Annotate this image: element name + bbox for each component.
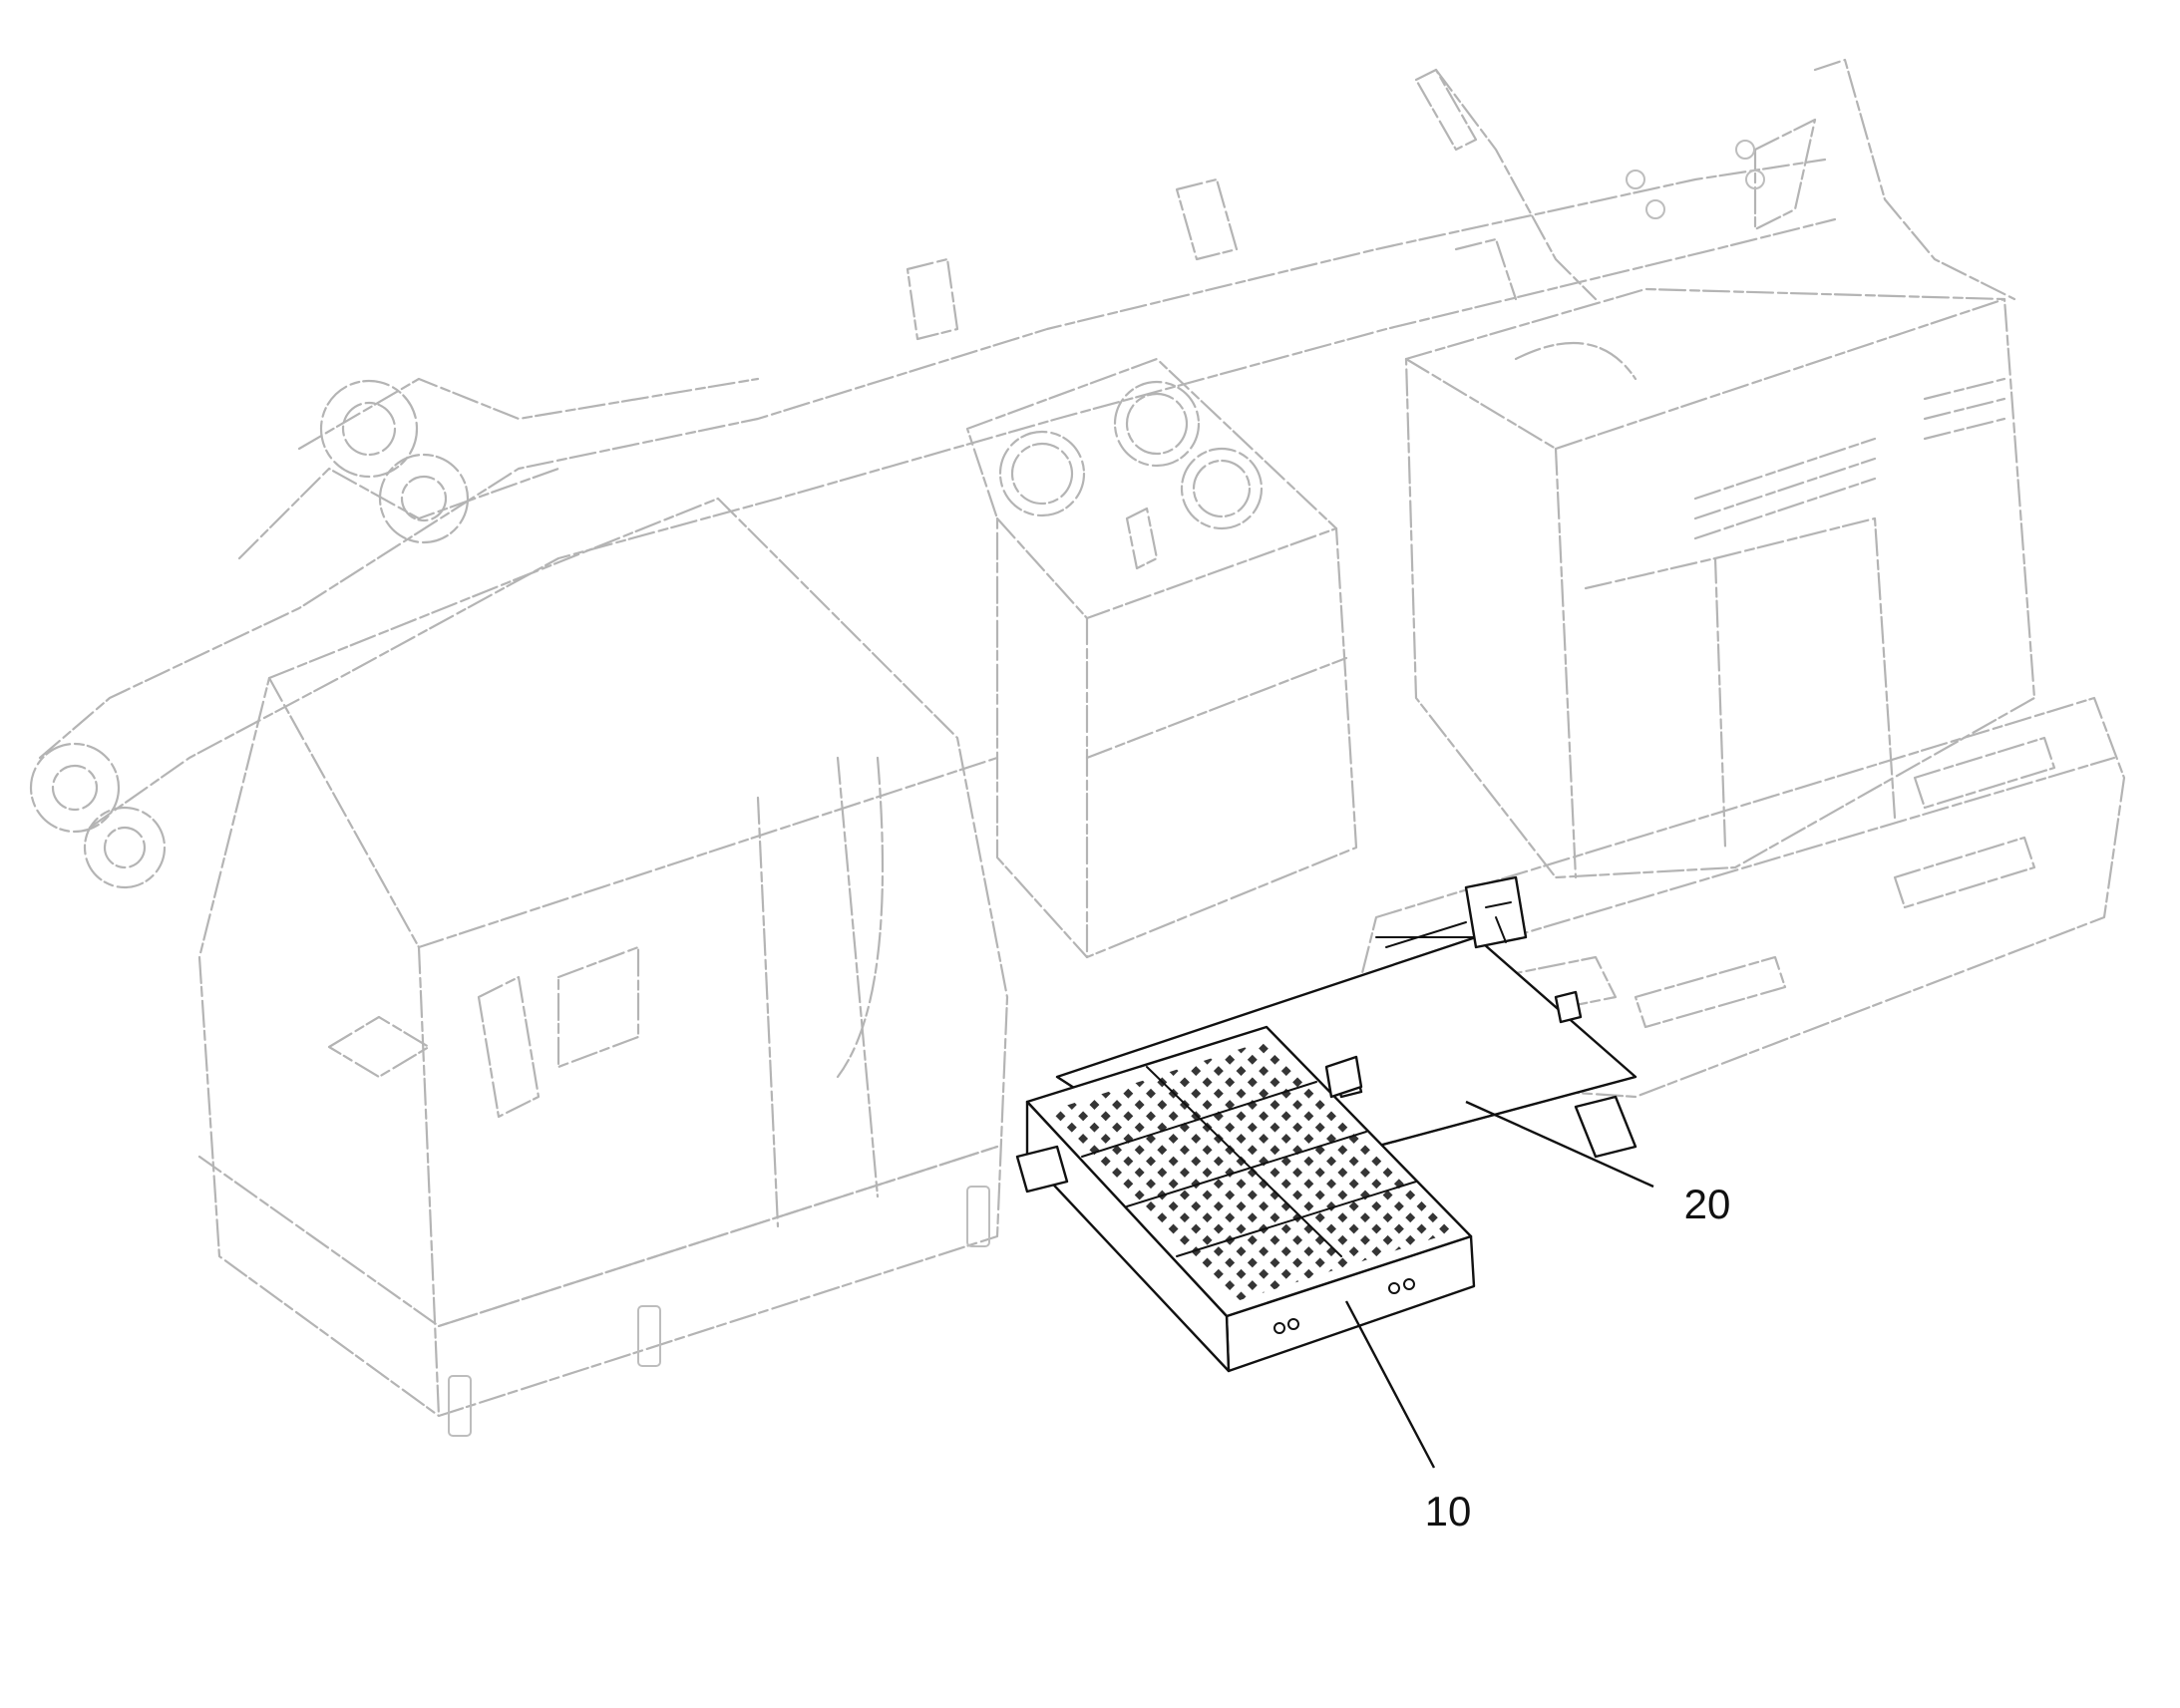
- part-10-step-tray: [1015, 1025, 1476, 1373]
- callout-20: 20: [1684, 1181, 1731, 1227]
- callout-10: 10: [1425, 1488, 1472, 1535]
- machine-context-outline: [29, 58, 2126, 1437]
- leader-line-20: [1465, 1100, 1654, 1189]
- leader-line-10: [1344, 1300, 1436, 1469]
